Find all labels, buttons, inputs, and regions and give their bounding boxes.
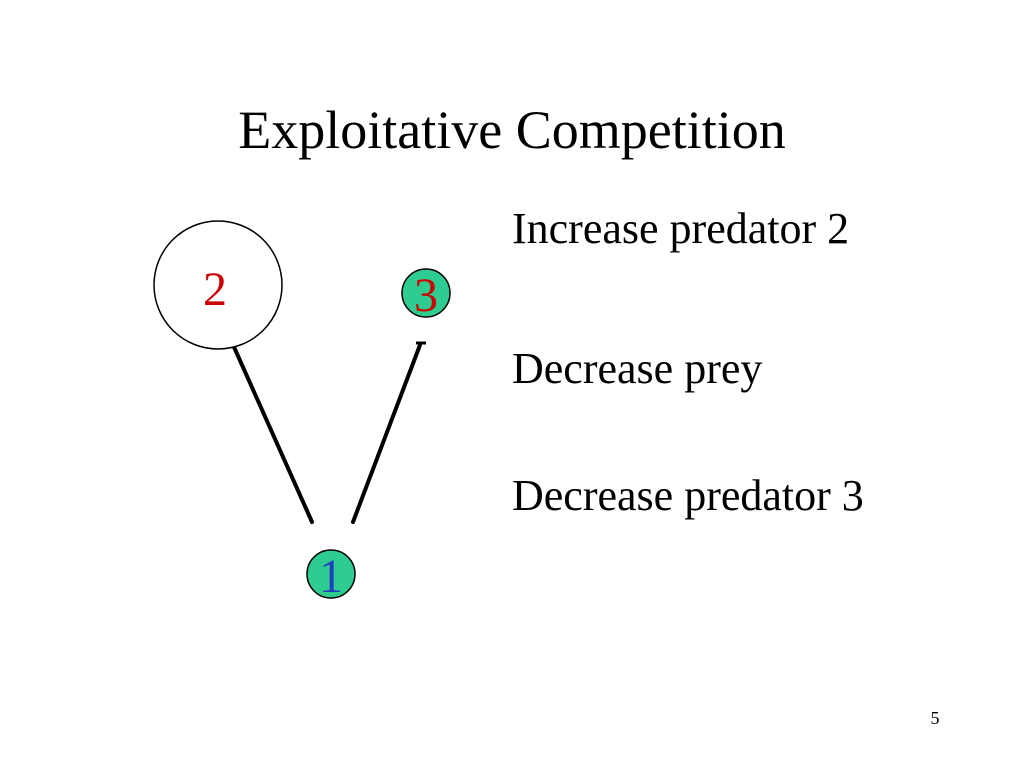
page-number: 5 [930,708,940,728]
effect-increase-predator-2: Increase predator 2 [512,204,850,253]
node-label: 2 [203,263,227,316]
slide-title: Exploitative Competition [238,100,786,160]
effect-decrease-predator-3: Decrease predator 3 [512,471,864,520]
node-predator-3: 3 [401,268,451,322]
effect-decrease-prey: Decrease prey [512,344,763,393]
node-label: 1 [319,550,343,603]
edge-prey-to-predator-2 [232,345,314,524]
node-label: 3 [414,269,438,322]
node-circle [306,549,356,599]
edge-prey-to-predator-3 [351,343,422,524]
node-circle [401,268,451,318]
node-predator-2: 2 [153,220,283,350]
node-prey-1: 1 [306,549,356,603]
node-circle [153,220,283,350]
